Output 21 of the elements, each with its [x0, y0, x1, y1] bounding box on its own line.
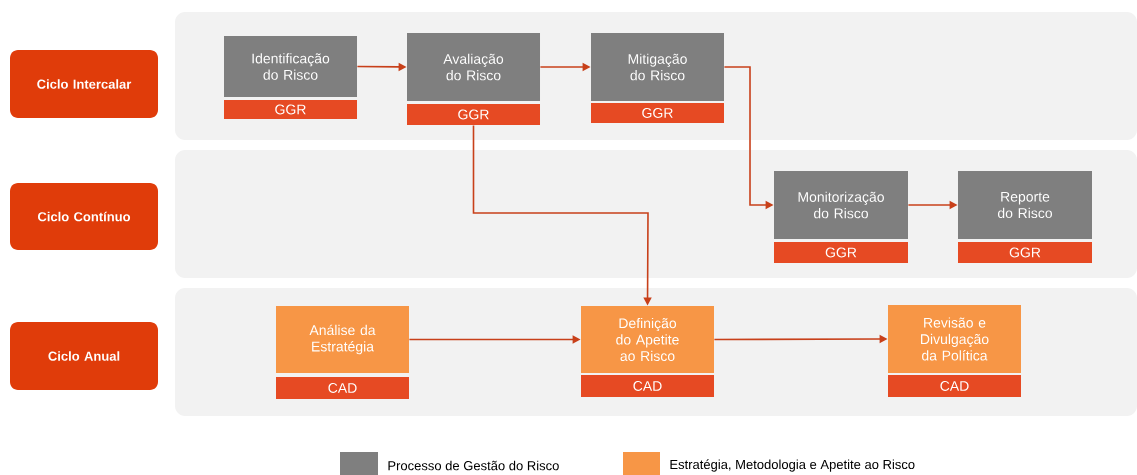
- process-box: Monitorização do Risco GGR: [774, 171, 908, 263]
- node-label: CAD: [940, 381, 969, 391]
- process-box: Reporte do Risco GGR: [958, 171, 1092, 263]
- process-box: Identificação do Risco GGR: [224, 36, 357, 119]
- legend-label: Processo de Gestão do Risco: [388, 460, 559, 471]
- node-label: GGR: [275, 104, 306, 115]
- cycle-label: Ciclo Intercalar: [10, 50, 158, 118]
- node-label: CAD: [328, 383, 357, 393]
- node-label: GGR: [458, 109, 489, 120]
- node-label: CAD: [633, 381, 662, 391]
- cycle-label: Ciclo Contínuo: [10, 183, 158, 250]
- process-box: Avaliação do Risco GGR: [407, 33, 540, 125]
- process-box: Revisão e Divulgação da Política CAD: [888, 305, 1021, 397]
- node-label: GGR: [1009, 247, 1041, 258]
- cycle-label: Ciclo Anual: [10, 322, 158, 390]
- process-box: Análise da Estratégia CAD: [276, 306, 409, 399]
- legend-label: Estratégia, Metodologia e Apetite ao Risco: [670, 459, 915, 472]
- process-box: Mitigação do Risco GGR: [591, 33, 724, 123]
- node-label: GGR: [642, 108, 673, 118]
- process-box: Definição do Apetite ao Risco CAD: [581, 306, 714, 397]
- node-label: GGR: [825, 247, 857, 258]
